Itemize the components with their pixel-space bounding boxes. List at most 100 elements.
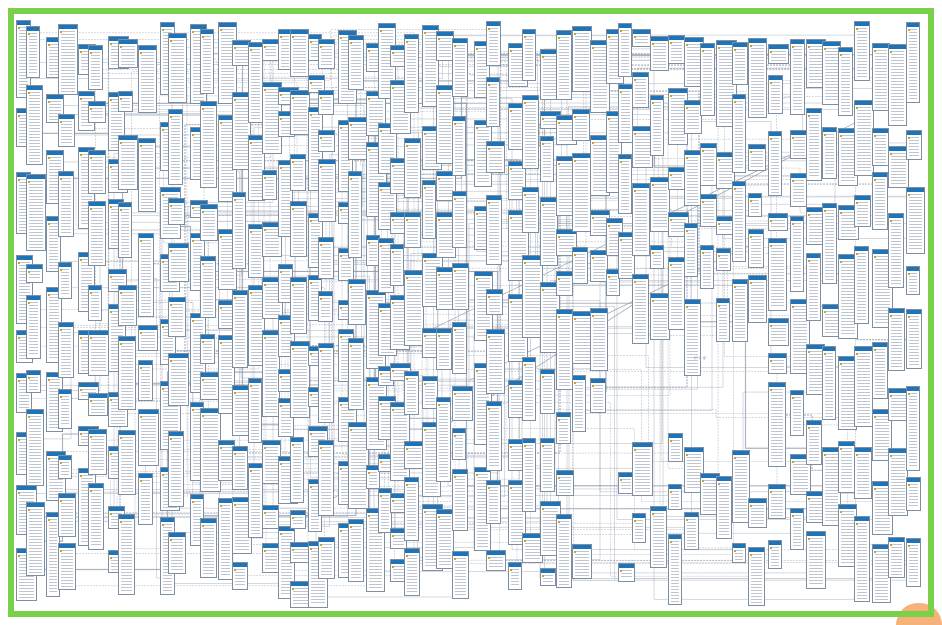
db-table-node[interactable] [404, 138, 421, 199]
db-table-node[interactable] [290, 510, 306, 530]
db-table-node[interactable] [508, 561, 522, 590]
db-table-node[interactable] [906, 308, 922, 369]
db-table-node[interactable] [278, 159, 293, 237]
db-table-node[interactable] [854, 99, 874, 176]
db-table-node[interactable] [590, 378, 606, 414]
db-table-node[interactable] [318, 38, 335, 69]
db-table-node[interactable] [838, 440, 855, 493]
db-table-node[interactable] [26, 294, 41, 359]
db-table-node[interactable] [872, 480, 893, 535]
db-table-node[interactable] [632, 29, 651, 48]
db-table-node[interactable] [26, 408, 44, 486]
db-table-node[interactable] [888, 536, 905, 578]
db-table-node[interactable] [888, 43, 907, 126]
db-table-node[interactable] [590, 250, 608, 283]
db-table-node[interactable] [716, 248, 731, 272]
db-table-node[interactable] [854, 20, 870, 81]
db-table-node[interactable] [348, 170, 362, 258]
db-table-node[interactable] [522, 438, 536, 513]
db-table-node[interactable] [888, 447, 908, 516]
db-table-node[interactable] [748, 144, 766, 172]
db-table-node[interactable] [572, 152, 591, 232]
db-table-node[interactable] [138, 409, 159, 467]
db-table-node[interactable] [806, 107, 822, 181]
db-table-node[interactable] [768, 352, 787, 374]
db-table-node[interactable] [872, 341, 888, 399]
db-table-node[interactable] [452, 116, 466, 177]
db-table-node[interactable] [822, 203, 837, 285]
db-table-node[interactable] [632, 183, 650, 257]
db-table-node[interactable] [684, 150, 701, 207]
db-table-node[interactable] [318, 439, 334, 516]
db-table-node[interactable] [838, 204, 859, 240]
db-table-node[interactable] [838, 46, 853, 116]
db-table-node[interactable] [232, 92, 251, 171]
db-table-node[interactable] [422, 180, 436, 240]
db-table-node[interactable] [58, 114, 75, 148]
db-table-node[interactable] [618, 84, 633, 144]
db-table-node[interactable] [404, 212, 421, 249]
db-table-node[interactable] [790, 453, 811, 495]
db-table-node[interactable] [452, 191, 467, 249]
db-table-node[interactable] [522, 187, 539, 234]
db-table-node[interactable] [700, 42, 715, 116]
db-table-node[interactable] [822, 346, 836, 421]
db-table-node[interactable] [668, 433, 683, 463]
db-table-node[interactable] [590, 40, 610, 114]
db-table-node[interactable] [318, 290, 333, 322]
db-table-node[interactable] [262, 38, 279, 61]
db-table-node[interactable] [522, 95, 539, 170]
db-table-node[interactable] [590, 210, 610, 237]
db-table-node[interactable] [138, 45, 157, 114]
db-table-node[interactable] [118, 134, 138, 190]
db-table-node[interactable] [684, 223, 698, 278]
db-table-node[interactable] [790, 215, 804, 292]
db-table-node[interactable] [88, 330, 109, 377]
db-table-node[interactable] [88, 285, 102, 322]
db-table-node[interactable] [200, 204, 218, 242]
db-table-node[interactable] [248, 224, 264, 279]
db-table-node[interactable] [684, 512, 699, 551]
db-table-node[interactable] [906, 186, 925, 254]
db-table-node[interactable] [232, 497, 252, 555]
db-table-node[interactable] [572, 25, 592, 92]
db-table-node[interactable] [540, 48, 560, 100]
db-table-node[interactable] [806, 530, 826, 589]
db-table-node[interactable] [806, 419, 822, 465]
db-table-node[interactable] [888, 145, 909, 188]
db-table-node[interactable] [58, 322, 74, 379]
db-table-node[interactable] [556, 30, 572, 101]
db-table-node[interactable] [684, 37, 704, 88]
db-table-node[interactable] [248, 135, 265, 202]
db-table-node[interactable] [262, 169, 277, 200]
db-table-node[interactable] [790, 172, 807, 207]
db-table-node[interactable] [318, 236, 334, 279]
db-table-node[interactable] [404, 477, 419, 542]
db-table-node[interactable] [790, 389, 804, 436]
db-table-node[interactable] [632, 274, 649, 345]
db-table-node[interactable] [218, 498, 233, 581]
db-table-node[interactable] [806, 252, 821, 321]
db-table-node[interactable] [668, 257, 685, 331]
db-table-node[interactable] [58, 493, 76, 538]
db-table-node[interactable] [168, 197, 185, 225]
db-table-node[interactable] [26, 501, 45, 576]
db-table-node[interactable] [732, 449, 750, 523]
db-table-node[interactable] [366, 464, 380, 489]
db-table-node[interactable] [168, 296, 186, 337]
db-table-node[interactable] [572, 374, 586, 432]
db-table-node[interactable] [572, 246, 588, 284]
db-table-node[interactable] [632, 513, 646, 544]
db-table-node[interactable] [486, 550, 506, 572]
db-table-node[interactable] [732, 542, 746, 563]
db-table-node[interactable] [540, 437, 555, 492]
db-table-node[interactable] [168, 430, 184, 507]
db-table-node[interactable] [88, 201, 106, 267]
db-table-node[interactable] [556, 412, 571, 445]
db-table-node[interactable] [200, 518, 217, 579]
db-table-node[interactable] [88, 483, 104, 551]
db-table-node[interactable] [888, 387, 909, 421]
db-table-node[interactable] [618, 23, 632, 78]
db-table-node[interactable] [200, 101, 217, 189]
db-table-node[interactable] [522, 255, 543, 339]
